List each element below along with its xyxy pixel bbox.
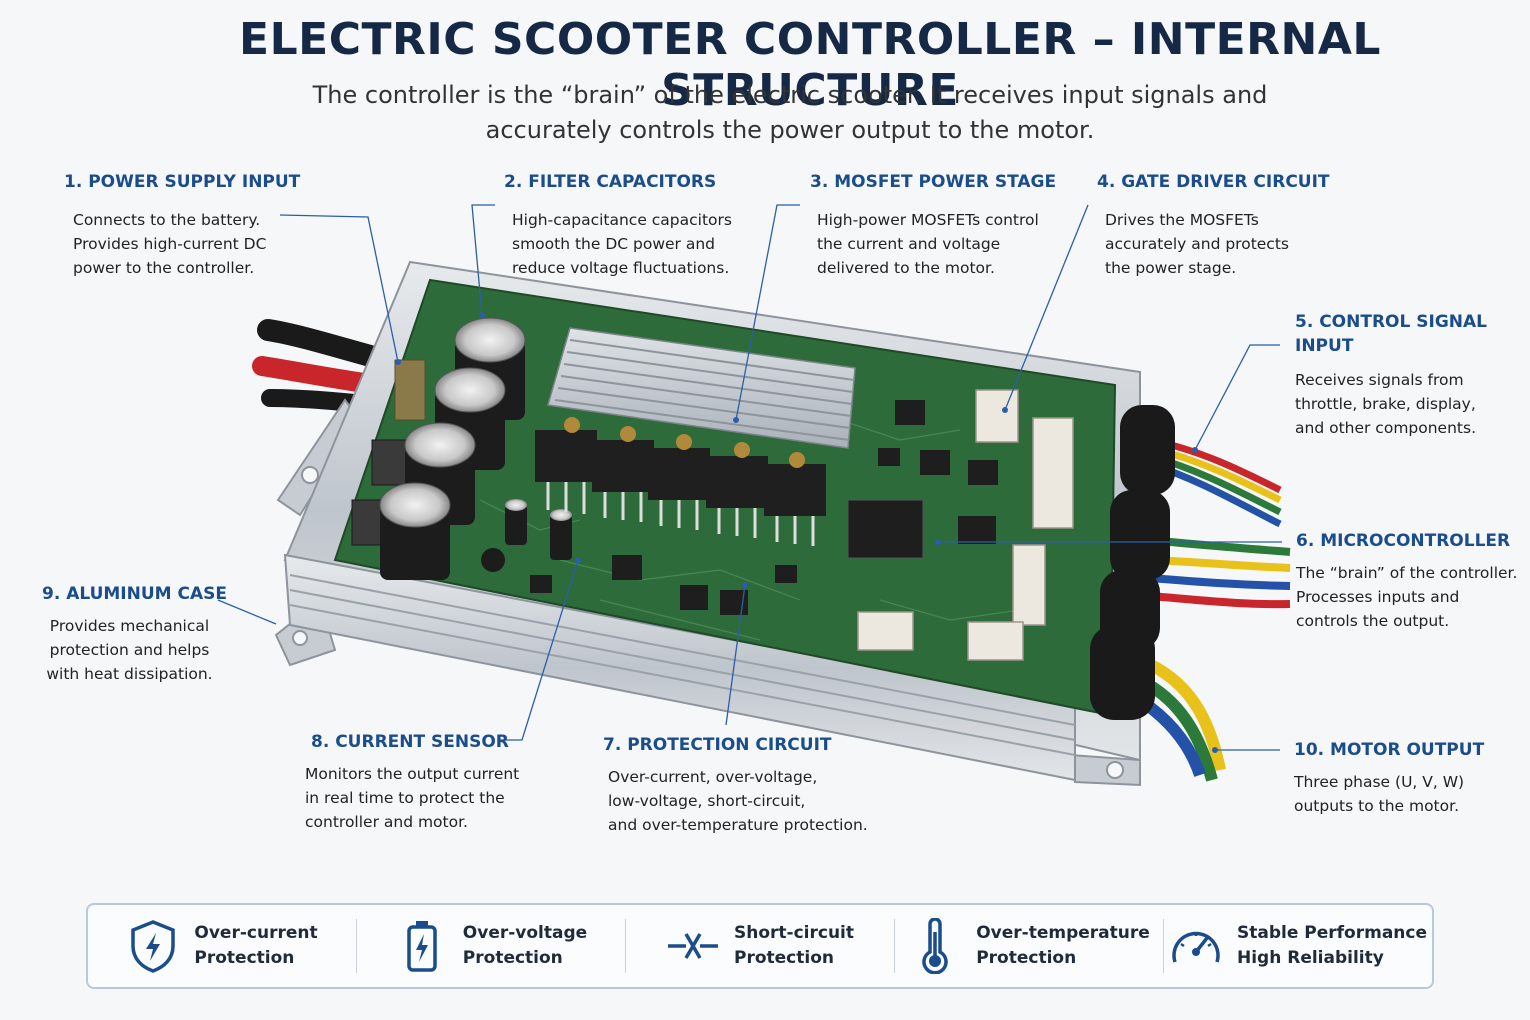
short-circuit-icon: [666, 919, 720, 973]
leader-lines: [217, 204, 1282, 751]
label-line: Receives signals from: [1295, 371, 1464, 389]
label-line: and other components.: [1295, 419, 1476, 437]
leader-dots: [395, 312, 1218, 753]
subtitle-line: The controller is the “brain” of the ele…: [312, 81, 1268, 109]
feature-label: Over-temperature: [976, 923, 1150, 943]
label-line: Provides high-current DC: [73, 235, 267, 253]
label-current-sensor: 8. CURRENT SENSOR Monitors the output cu…: [305, 730, 519, 834]
feature-label: Protection: [733, 948, 834, 968]
label-title: 5. CONTROL SIGNAL: [1295, 312, 1487, 332]
feature-label: Stable Performance: [1236, 923, 1427, 943]
label-line: High-capacitance capacitors: [512, 211, 732, 229]
label-line: controller and motor.: [305, 813, 468, 831]
label-title: 6. MICROCONTROLLER: [1296, 531, 1511, 551]
label-line: Three phase (U, V, W): [1294, 773, 1465, 791]
feature-label: Over-current: [194, 923, 318, 943]
page-subtitle: The controller is the “brain” of the ele…: [265, 78, 1315, 148]
label-title: 3. MOSFET POWER STAGE: [810, 172, 1057, 192]
label-line: accurately and protects: [1105, 235, 1289, 253]
mosfet-transistors: [535, 417, 826, 546]
label-title: 1. POWER SUPPLY INPUT: [64, 172, 301, 192]
label-mosfet-power-stage: 3. MOSFET POWER STAGE High-power MOSFETs…: [810, 170, 1056, 280]
label-title: 4. GATE DRIVER CIRCUIT: [1097, 172, 1330, 192]
label-line: throttle, brake, display,: [1295, 395, 1476, 413]
signal-connectors: [857, 389, 1074, 661]
label-line: the power stage.: [1105, 259, 1237, 277]
label-line: protection and helps: [49, 641, 210, 659]
feature-label: Over-voltage: [462, 923, 588, 943]
label-line: Processes inputs and: [1296, 588, 1460, 606]
page-title: ELECTRIC SCOOTER CONTROLLER – INTERNAL S…: [239, 14, 1381, 116]
label-line: reduce voltage fluctuations.: [512, 259, 730, 277]
label-line: smooth the DC power and: [512, 235, 716, 253]
label-line: low-voltage, short-circuit,: [608, 792, 806, 810]
label-line: Monitors the output current: [305, 765, 520, 783]
label-title: INPUT: [1295, 336, 1354, 356]
label-control-signal-input: 5. CONTROL SIGNAL INPUT Receives signals…: [1295, 310, 1487, 440]
label-protection-circuit: 7. PROTECTION CIRCUIT Over-current, over…: [603, 733, 868, 837]
label-gate-driver-circuit: 4. GATE DRIVER CIRCUIT Drives the MOSFET…: [1097, 170, 1330, 280]
cable-grommets: [1090, 405, 1175, 720]
label-line: the current and voltage: [817, 235, 1001, 253]
label-line: Drives the MOSFETs: [1105, 211, 1259, 229]
label-line: Over-current, over-voltage,: [608, 768, 818, 786]
label-line: in real time to protect the: [305, 789, 505, 807]
label-line: outputs to the motor.: [1294, 797, 1459, 815]
label-line: The “brain” of the controller.: [1296, 564, 1518, 582]
label-line: power to the controller.: [73, 259, 255, 277]
thermometer-icon: [908, 918, 962, 974]
label-title: 9. ALUMINUM CASE: [42, 584, 227, 604]
filter-capacitors: [379, 317, 572, 580]
gauge-icon: [1169, 919, 1223, 973]
integrated-circuits: [530, 400, 998, 615]
feature-label: Short-circuit: [733, 923, 854, 943]
label-motor-output: 10. MOTOR OUTPUT Three phase (U, V, W) o…: [1294, 738, 1484, 818]
shield-bolt-icon: [126, 919, 180, 973]
label-line: delivered to the motor.: [817, 259, 995, 277]
label-line: with heat dissipation.: [46, 665, 213, 683]
label-aluminum-case: 9. ALUMINUM CASE Provides mechanical pro…: [42, 582, 232, 686]
label-title: 8. CURRENT SENSOR: [311, 732, 509, 752]
label-line: and over-temperature protection.: [608, 816, 868, 834]
label-line: Connects to the battery.: [73, 211, 261, 229]
feature-label: Protection: [462, 948, 563, 968]
label-microcontroller: 6. MICROCONTROLLER The “brain” of the co…: [1296, 529, 1517, 633]
label-line: controls the output.: [1296, 612, 1450, 630]
feature-label: Protection: [976, 948, 1077, 968]
battery-bolt-icon: [395, 919, 449, 973]
feature-label: Protection: [194, 948, 295, 968]
label-title: 7. PROTECTION CIRCUIT: [603, 735, 832, 755]
label-filter-capacitors: 2. FILTER CAPACITORS High-capacitance ca…: [504, 170, 732, 280]
label-title: 10. MOTOR OUTPUT: [1294, 740, 1485, 760]
label-title: 2. FILTER CAPACITORS: [504, 172, 717, 192]
label-line: Provides mechanical: [49, 617, 210, 635]
label-line: High-power MOSFETs control: [817, 211, 1039, 229]
subtitle-line: accurately controls the power output to …: [485, 116, 1095, 144]
feature-label: High Reliability: [1236, 948, 1384, 968]
heatsink: [547, 327, 856, 449]
label-power-supply-input: 1. POWER SUPPLY INPUT Connects to the ba…: [64, 170, 300, 280]
